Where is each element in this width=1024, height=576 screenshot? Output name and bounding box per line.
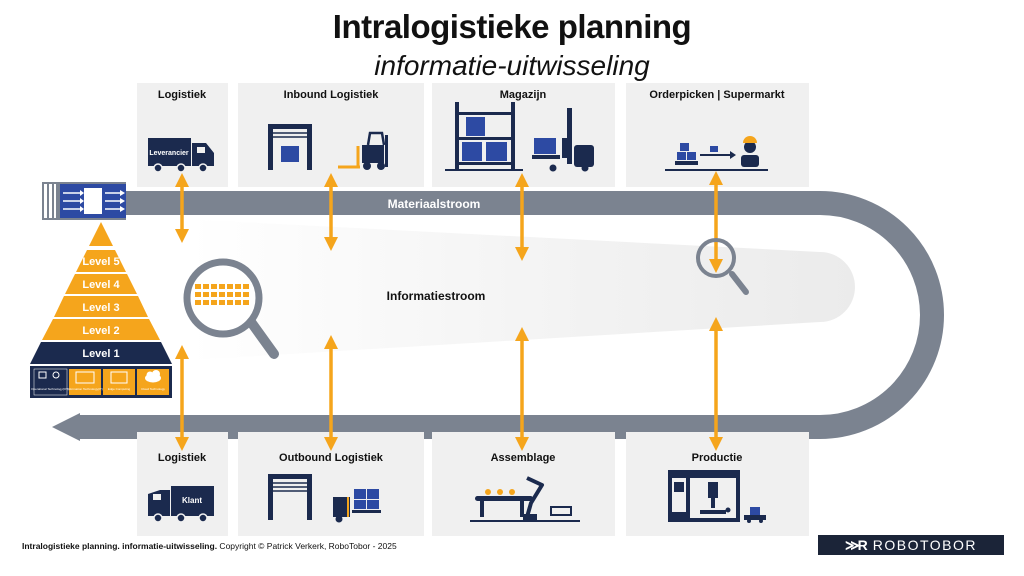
pyramid-tip: [89, 222, 113, 246]
svg-text:Level 2: Level 2: [82, 325, 119, 337]
card-outbound-logistiek: Outbound Logistiek: [238, 432, 424, 536]
footer-bold: Intralogistieke planning. informatie-uit…: [22, 541, 218, 551]
card-logistiek-inbound: Logistiek Leverancier: [137, 83, 228, 187]
system-input-icon: [42, 182, 126, 220]
foundation-edge: Edge Computing: [103, 369, 135, 395]
dock-door-icon: [268, 474, 312, 520]
card-inbound-logistiek: Inbound Logistiek: [238, 83, 424, 187]
production-machine-icon: [668, 470, 766, 523]
svg-text:Logistiek: Logistiek: [158, 89, 207, 101]
svg-text:Level 4: Level 4: [82, 279, 120, 291]
customer-truck-icon: Klant: [148, 486, 214, 523]
foundation-cloud: Cloud Technology: [137, 369, 169, 395]
card-magazijn: Magazijn: [432, 83, 615, 187]
foundation-ot: Operational Technology(OT): [31, 368, 69, 396]
pyramid-level-1: [30, 342, 172, 364]
svg-text:Productie: Productie: [692, 452, 743, 464]
pyramid-level-3: [54, 296, 148, 317]
svg-text:Magazijn: Magazijn: [500, 89, 547, 101]
svg-text:Level 3: Level 3: [82, 302, 119, 314]
supplier-truck-icon: Leverancier: [148, 138, 214, 173]
information-flow-beam: [190, 220, 855, 360]
card-orderpicken: Orderpicken | Supermarkt: [626, 83, 809, 187]
svg-text:Outbound Logistiek: Outbound Logistiek: [279, 452, 384, 464]
material-flow-label: Materiaalstroom: [388, 197, 481, 211]
footer-text: Copyright © Patrick Verkerk, RoboTobor -…: [217, 541, 397, 551]
footer-copyright: Intralogistieke planning. informatie-uit…: [22, 541, 397, 551]
brand-name: ROBOTOBOR: [872, 537, 978, 553]
svg-text:Assemblage: Assemblage: [491, 452, 556, 464]
assembly-line-icon: [470, 476, 580, 522]
information-flow-label: Informatiestroom: [387, 289, 486, 303]
svg-text:Orderpicken | Supermarkt: Orderpicken | Supermarkt: [649, 89, 784, 101]
card-assemblage: Assemblage: [432, 432, 615, 536]
foundation-it: Information Technology(IT): [67, 369, 103, 395]
card-productie: Productie: [626, 432, 809, 536]
warehouse-rack-icon: [445, 102, 523, 171]
svg-text:Information Technology(IT): Information Technology(IT): [67, 387, 103, 391]
page-title: Intralogistieke planning: [332, 8, 692, 45]
card-logistiek-outbound: Logistiek Klant: [137, 432, 228, 536]
svg-text:Logistiek: Logistiek: [158, 452, 207, 464]
pyramid-level-2: [42, 319, 160, 340]
reach-truck-icon: [532, 108, 594, 172]
automation-pyramid: Level 5 Level 4 Level 3 Level 2 Level 1 …: [30, 222, 172, 398]
pallet-truck-icon: [333, 489, 381, 523]
svg-text:Klant: Klant: [182, 496, 202, 505]
robotobor-logo: ≫R ROBOTOBOR: [818, 535, 1004, 555]
svg-text:Operational Technology(OT): Operational Technology(OT): [31, 387, 69, 391]
data-magnifier-icon: [183, 258, 279, 359]
inspection-magnifier-icon: [696, 238, 749, 295]
pyramid-level-5: [76, 250, 126, 272]
svg-text:Level 5: Level 5: [82, 256, 119, 268]
pyramid-level-4: [65, 274, 137, 294]
material-flow-track: [52, 191, 944, 441]
information-exchange-arrows: [175, 171, 723, 451]
svg-text:Leverancier: Leverancier: [149, 150, 189, 157]
page-subtitle: informatie-uitwisseling: [374, 50, 650, 81]
svg-text:Level 1: Level 1: [82, 348, 119, 360]
svg-text:Cloud Technology: Cloud Technology: [141, 387, 165, 391]
svg-text:Inbound Logistiek: Inbound Logistiek: [284, 89, 380, 101]
brand-mark-icon: ≫R: [844, 536, 868, 553]
forklift-icon: [338, 131, 388, 170]
svg-text:Edge Computing: Edge Computing: [108, 387, 131, 391]
order-picking-icon: [665, 136, 768, 171]
dock-door-icon: [268, 124, 312, 170]
